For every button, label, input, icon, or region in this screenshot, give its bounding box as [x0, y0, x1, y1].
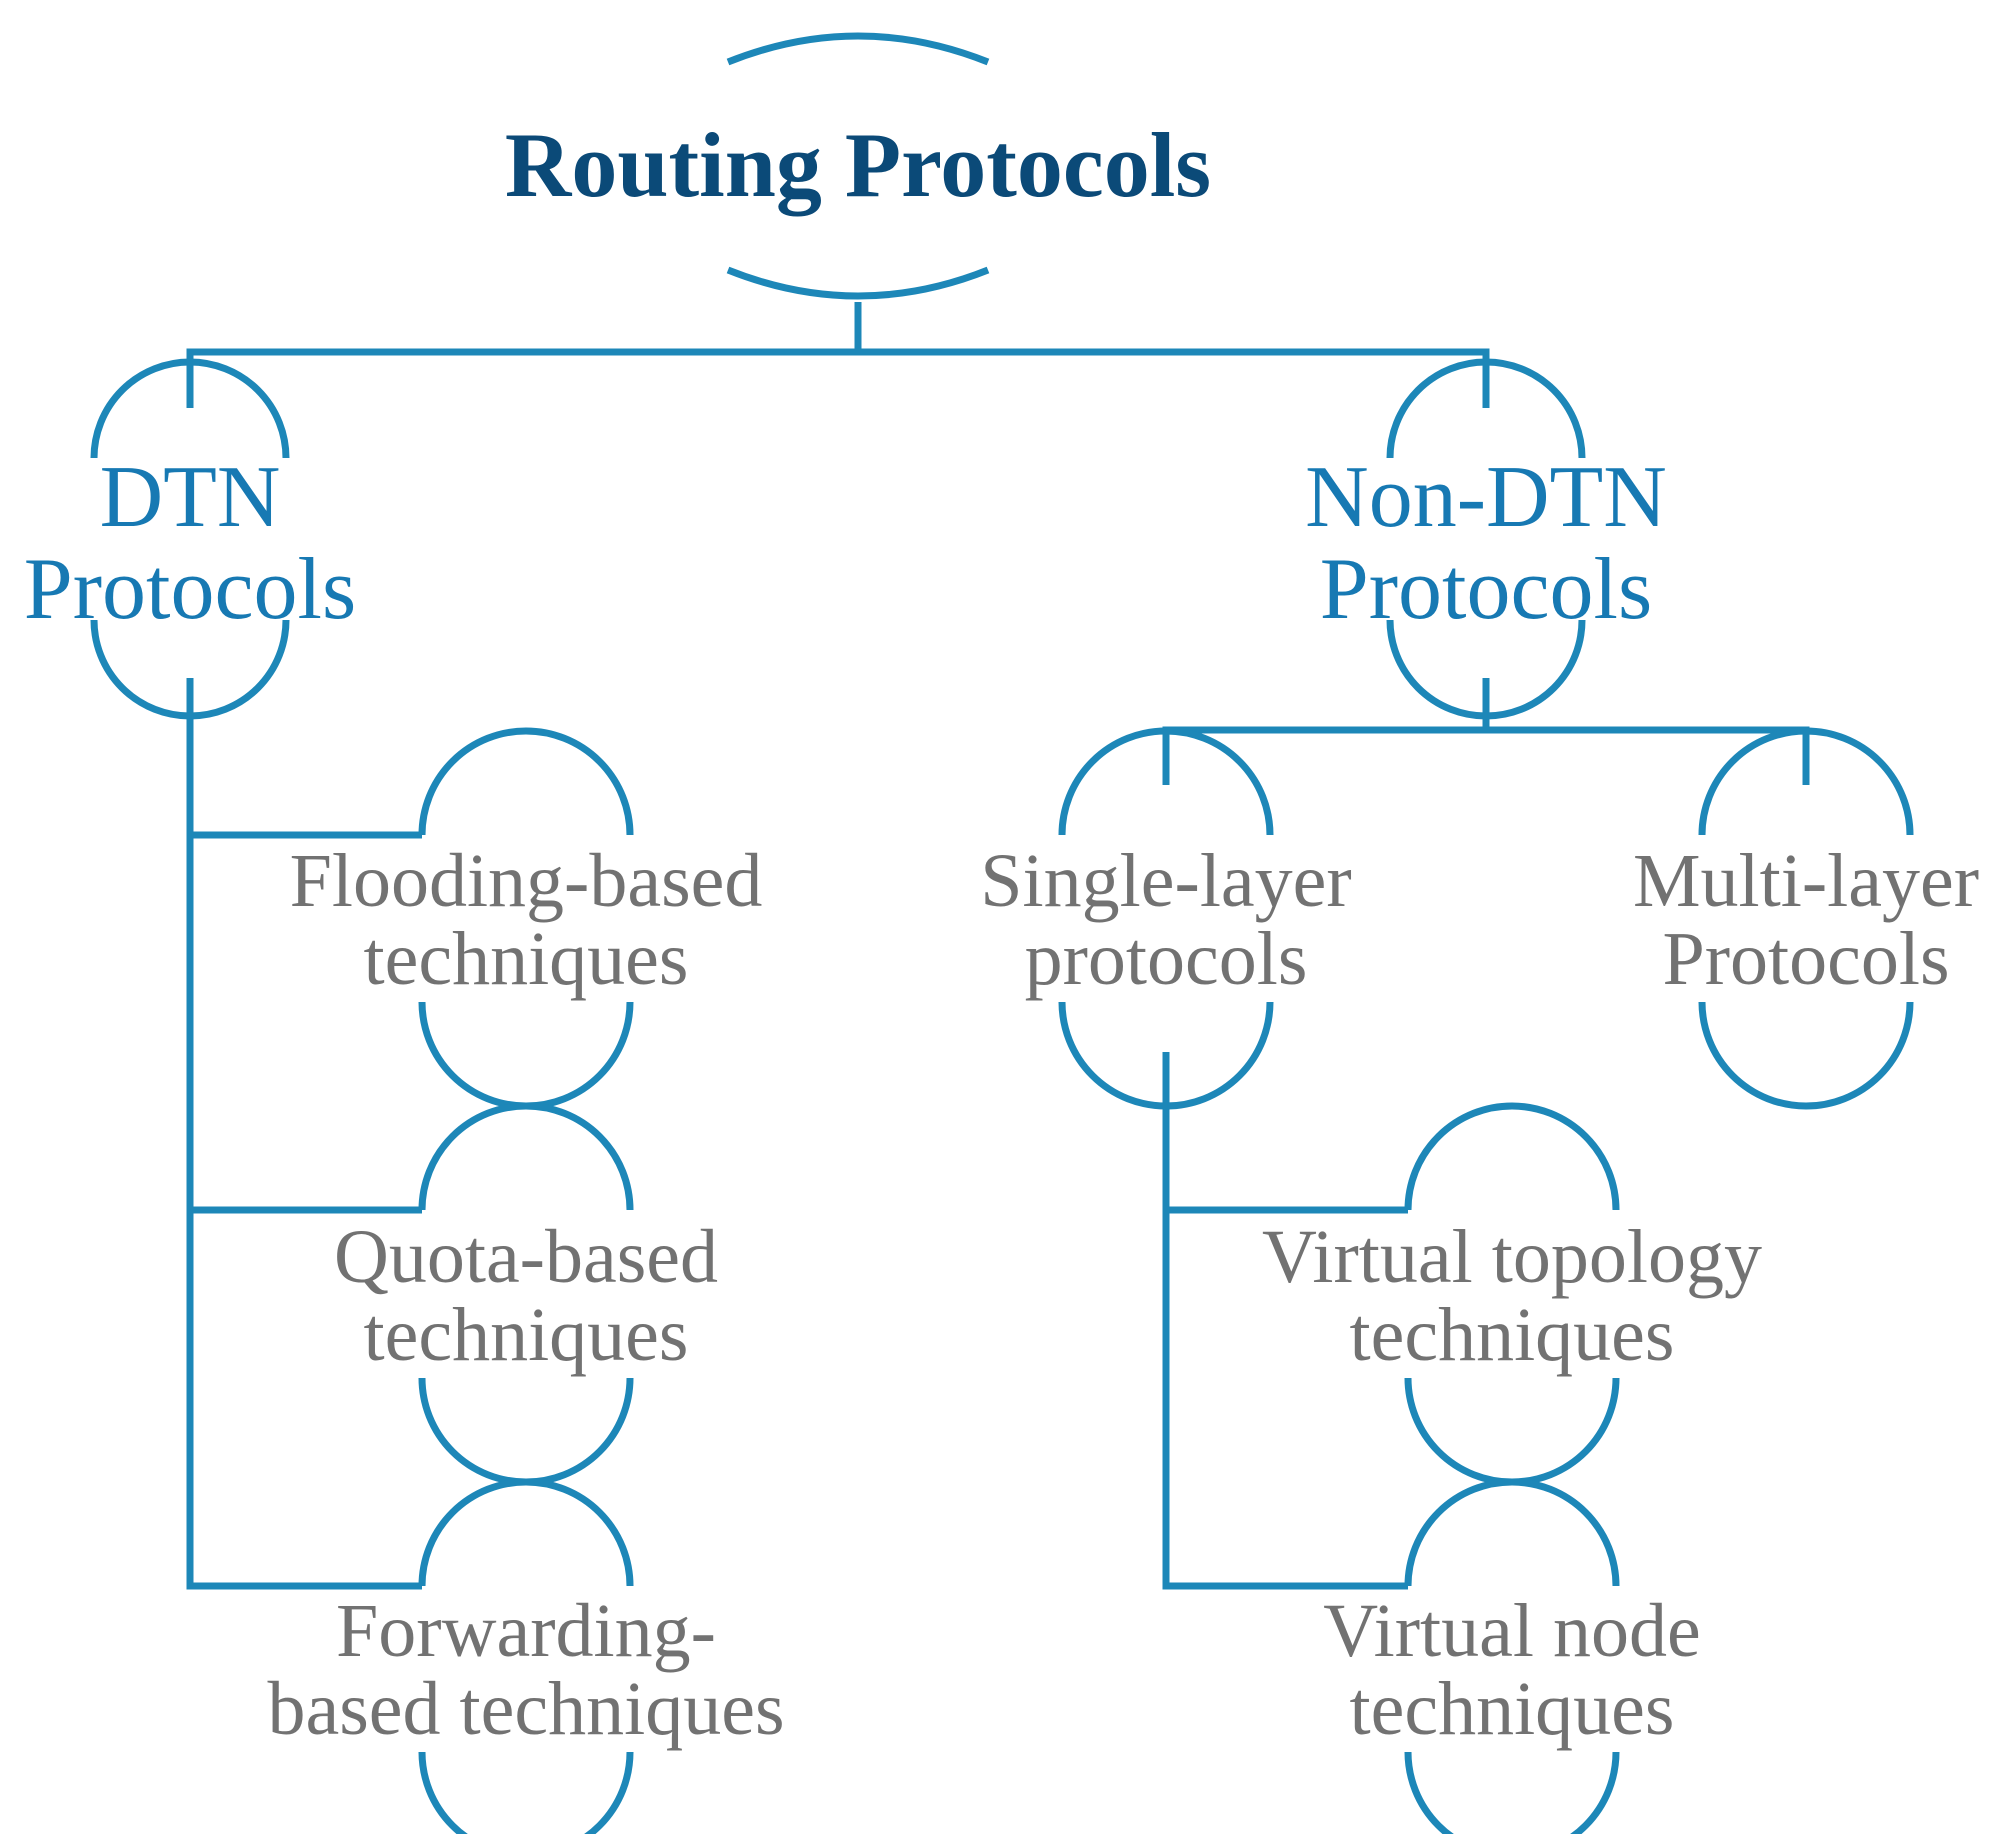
multi-layer-node-top-arc: [1698, 727, 1914, 836]
quota-node-bottom-arc: [418, 1377, 634, 1486]
quota-node-top-arc: [418, 1102, 634, 1211]
multi-layer-node-label-line2: Protocols: [1662, 917, 1949, 1001]
single-layer-to-children-connector: [1162, 1052, 1408, 1590]
virtual-node-node-top-arc: [1404, 1478, 1620, 1587]
dtn-protocols-node: DTN Protocols: [24, 358, 356, 720]
single-layer-node-label-line2: protocols: [1025, 917, 1308, 1001]
root-node-bottom-arc: [726, 266, 990, 300]
root-node-label: Routing Protocols: [505, 114, 1211, 216]
virtual-node-node-label-line1: Virtual node: [1323, 1589, 1700, 1673]
virtual-node-node-bottom-arc: [1404, 1751, 1620, 1834]
forwarding-node-top-arc: [418, 1478, 634, 1587]
virtual-topology-node-label-line2: techniques: [1349, 1293, 1674, 1377]
flooding-node-top-arc: [418, 727, 634, 836]
virtual-topology-node-label-line1: Virtual topology: [1262, 1215, 1762, 1299]
virtual-node-node-label-line2: techniques: [1349, 1667, 1674, 1751]
virtual-topology-node-bottom-arc: [1404, 1377, 1620, 1486]
quota-based-node: Quota-based techniques: [334, 1102, 718, 1486]
virtual-topology-node-top-arc: [1404, 1102, 1620, 1211]
multi-layer-node-label-line1: Multi-layer: [1633, 839, 1979, 923]
multi-layer-protocols-node: Multi-layer Protocols: [1633, 727, 1979, 1110]
root-to-branches-connector: [186, 302, 1490, 408]
flooding-node-label-line2: techniques: [363, 917, 688, 1001]
non-dtn-node-label-line2: Protocols: [1320, 541, 1652, 638]
forwarding-node-bottom-arc: [418, 1751, 634, 1834]
dtn-node-top-arc: [90, 358, 290, 459]
root-node-top-arc: [726, 32, 990, 66]
single-layer-protocols-node: Single-layer protocols: [980, 727, 1352, 1110]
non-dtn-protocols-node: Non-DTN Protocols: [1305, 358, 1667, 720]
forwarding-node-label-line2: based techniques: [267, 1667, 784, 1751]
dtn-node-label-line2: Protocols: [24, 541, 356, 638]
root-node: Routing Protocols: [505, 32, 1211, 300]
connectors: [186, 302, 1810, 1590]
quota-node-label-line1: Quota-based: [334, 1215, 718, 1299]
dtn-node-label-line1: DTN: [100, 449, 281, 546]
single-layer-node-top-arc: [1058, 727, 1274, 836]
dtn-to-children-connector: [186, 678, 422, 1590]
single-layer-node-label-line1: Single-layer: [980, 839, 1351, 923]
forwarding-based-node: Forwarding- based techniques: [267, 1478, 785, 1834]
flooding-node-label-line1: Flooding-based: [290, 839, 763, 923]
flooding-based-node: Flooding-based techniques: [290, 727, 763, 1110]
single-layer-node-bottom-arc: [1058, 1001, 1274, 1110]
non-dtn-node-bottom-arc: [1386, 619, 1586, 720]
non-dtn-node-label-line1: Non-DTN: [1305, 449, 1667, 546]
dtn-node-bottom-arc: [90, 619, 290, 720]
virtual-topology-node: Virtual topology techniques: [1262, 1102, 1762, 1486]
non-dtn-node-top-arc: [1386, 358, 1586, 459]
flooding-node-bottom-arc: [418, 1001, 634, 1110]
multi-layer-node-bottom-arc: [1698, 1001, 1914, 1110]
non-dtn-to-children-connector: [1162, 678, 1810, 785]
virtual-node-node: Virtual node techniques: [1323, 1478, 1701, 1834]
quota-node-label-line2: techniques: [363, 1293, 688, 1377]
forwarding-node-label-line1: Forwarding-: [336, 1589, 716, 1673]
